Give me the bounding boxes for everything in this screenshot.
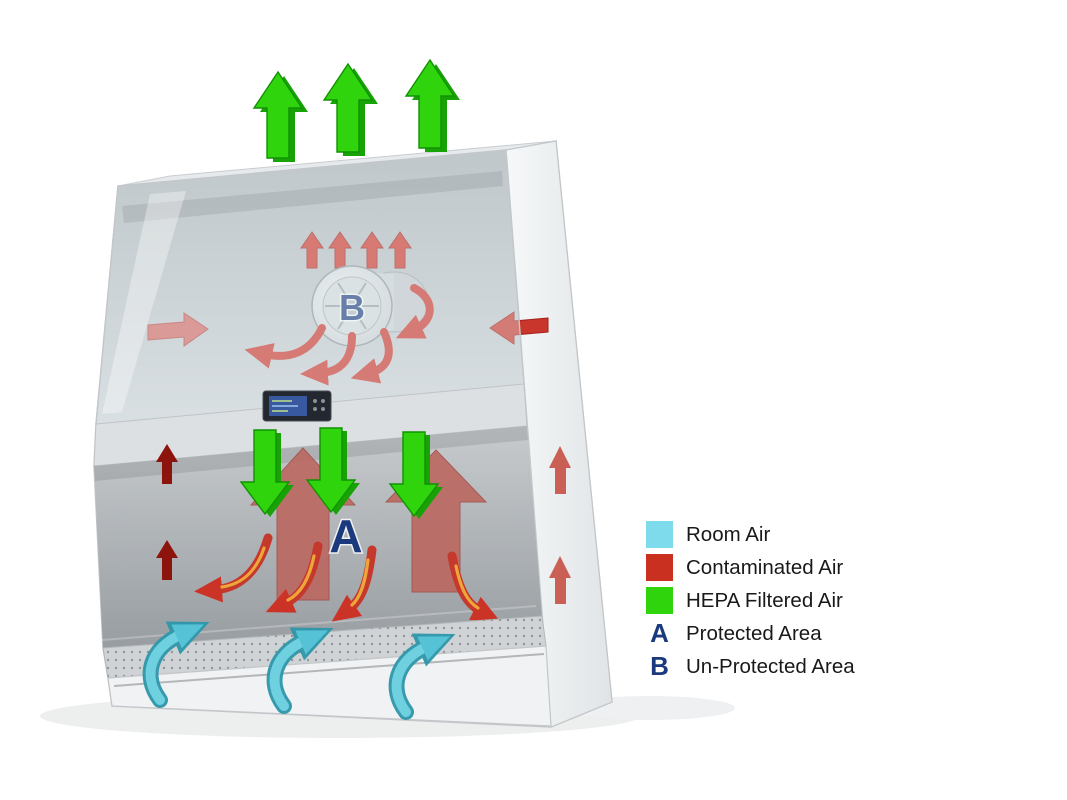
- worksurface-flow-arrows: [194, 533, 500, 622]
- control-panel-buttons: [313, 399, 325, 411]
- upper-chamber-back-band: [122, 171, 503, 223]
- hepa-downflow-arrows: [239, 427, 443, 519]
- unprotected-area-marker: B: [339, 287, 365, 328]
- front-glass: [96, 150, 524, 424]
- legend-label: Un-Protected Area: [686, 654, 855, 678]
- red-up-arrow-icon: [360, 231, 384, 269]
- hepa-downflow-arrow-icon: [305, 427, 360, 515]
- red-up-arrow-icon: [388, 231, 412, 269]
- upper-chamber: B: [95, 149, 549, 425]
- hepa-downflow-arrow-icon: [388, 431, 443, 519]
- room-air-intake-arrows: [142, 621, 456, 720]
- cabinet-right-panel: [505, 140, 613, 728]
- hepa-downflow-arrow-icon: [239, 429, 294, 517]
- hepa-exhaust-arrow-icon: [322, 62, 378, 156]
- hepa-exhaust-arrows: [252, 58, 460, 162]
- red-up-arrow-icon: [549, 556, 571, 604]
- legend-item-hepa-filtered-air: HEPA Filtered Air: [646, 587, 855, 614]
- control-band: [93, 383, 528, 467]
- hepa-filtered-air-swatch: [646, 587, 673, 614]
- hepa-exhaust-arrow-icon: [404, 58, 460, 152]
- blower-swirl-arrows: [244, 284, 434, 386]
- legend-item-contaminated-air: Contaminated Air: [646, 554, 855, 581]
- left-inflow-arrow-icon: [147, 312, 209, 347]
- room-air-swatch: [646, 521, 673, 548]
- legend-item-unprotected-area: B Un-Protected Area: [646, 653, 855, 680]
- legend-item-protected-area: A Protected Area: [646, 620, 855, 647]
- red-curve-arrow-icon: [331, 545, 377, 622]
- red-swirl-arrow-icon: [350, 328, 393, 384]
- upper-chamber-interior: [96, 150, 524, 424]
- dark-red-up-arrow-icon: [156, 444, 178, 484]
- blower-spokes: [325, 282, 379, 330]
- dark-red-up-arrow-icon: [156, 540, 178, 580]
- right-panel-up-arrows: [549, 446, 571, 604]
- legend-label: Protected Area: [686, 621, 822, 645]
- protected-area-marker: A: [329, 510, 362, 562]
- left-wall-up-arrows: [156, 444, 178, 580]
- legend-item-room-air: Room Air: [646, 521, 855, 548]
- legend-label: Room Air: [686, 522, 771, 546]
- legend-marker-b: B: [650, 651, 669, 681]
- blower-hub: [343, 297, 361, 315]
- work-chamber: A: [94, 426, 542, 648]
- red-swirl-arrow-icon: [244, 324, 326, 369]
- red-up-arrow-icon: [300, 231, 324, 269]
- contaminated-air-swatch: [646, 554, 673, 581]
- glass-frame: [95, 149, 525, 425]
- red-up-arrow-icon: [549, 446, 571, 494]
- legend-label: HEPA Filtered Air: [686, 588, 843, 612]
- glass-highlight: [102, 191, 186, 414]
- control-panel: [262, 390, 332, 422]
- legend-marker-a: A: [650, 618, 669, 648]
- red-up-arrow-icon: [328, 231, 352, 269]
- legend-label: Contaminated Air: [686, 555, 844, 579]
- red-swirl-arrow-icon: [300, 332, 356, 386]
- legend: Room Air Contaminated Air HEPA Filtered …: [646, 521, 855, 680]
- blower-exhaust-arrows: [300, 231, 412, 269]
- hepa-exhaust-arrow-icon: [252, 70, 308, 162]
- base-slot: [113, 653, 545, 687]
- red-swirl-arrow-icon: [395, 284, 434, 339]
